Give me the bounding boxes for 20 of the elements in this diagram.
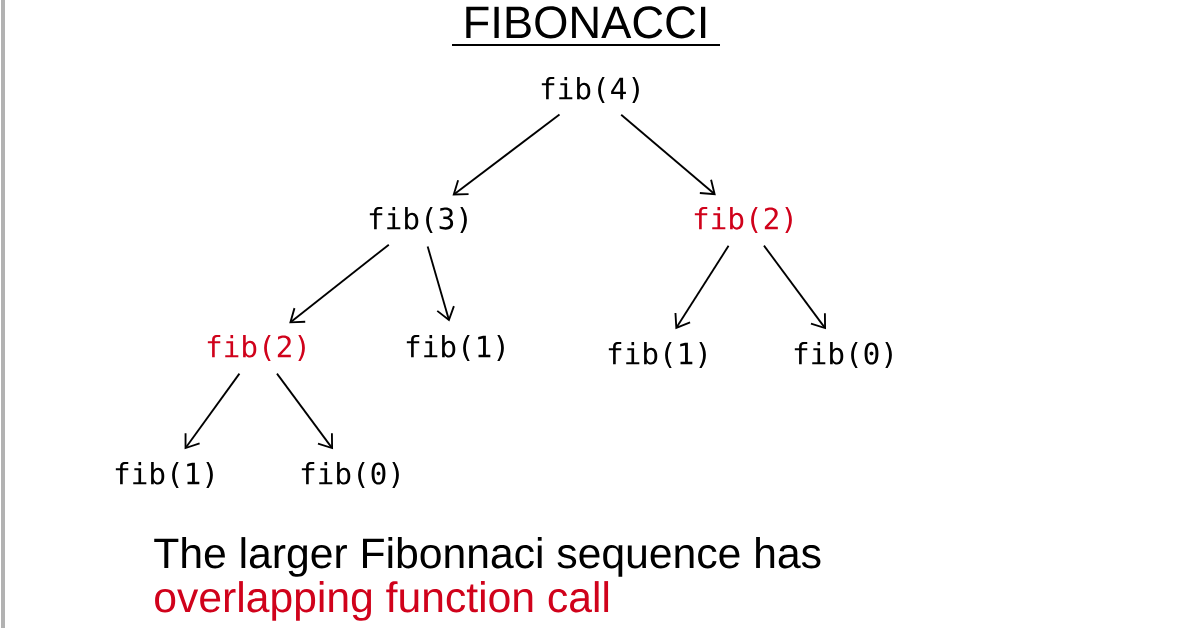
arrow [452, 113, 561, 196]
function-call: fib(0) [301, 461, 399, 489]
function-call: fib(1) [115, 461, 213, 489]
arrow [763, 244, 827, 330]
caption-text: The larger Fibonnaci sequence has [154, 537, 821, 577]
arrow [289, 243, 390, 324]
function-call: fib(1) [406, 334, 504, 362]
arrow [620, 113, 716, 196]
title: FIBONACCI [451, 6, 721, 46]
arrow [276, 372, 334, 450]
function-call: fib(4) [541, 76, 639, 104]
arrow [674, 244, 730, 330]
caption-text: overlapping function call [155, 581, 609, 621]
function-call: fib(2) [207, 334, 305, 362]
function-call: fib(1) [608, 341, 706, 369]
function-call: fib(0) [794, 341, 892, 369]
arrow [426, 245, 455, 322]
arrow [184, 372, 241, 450]
function-call: fib(3) [369, 206, 467, 234]
function-call: fib(2) [694, 206, 792, 234]
